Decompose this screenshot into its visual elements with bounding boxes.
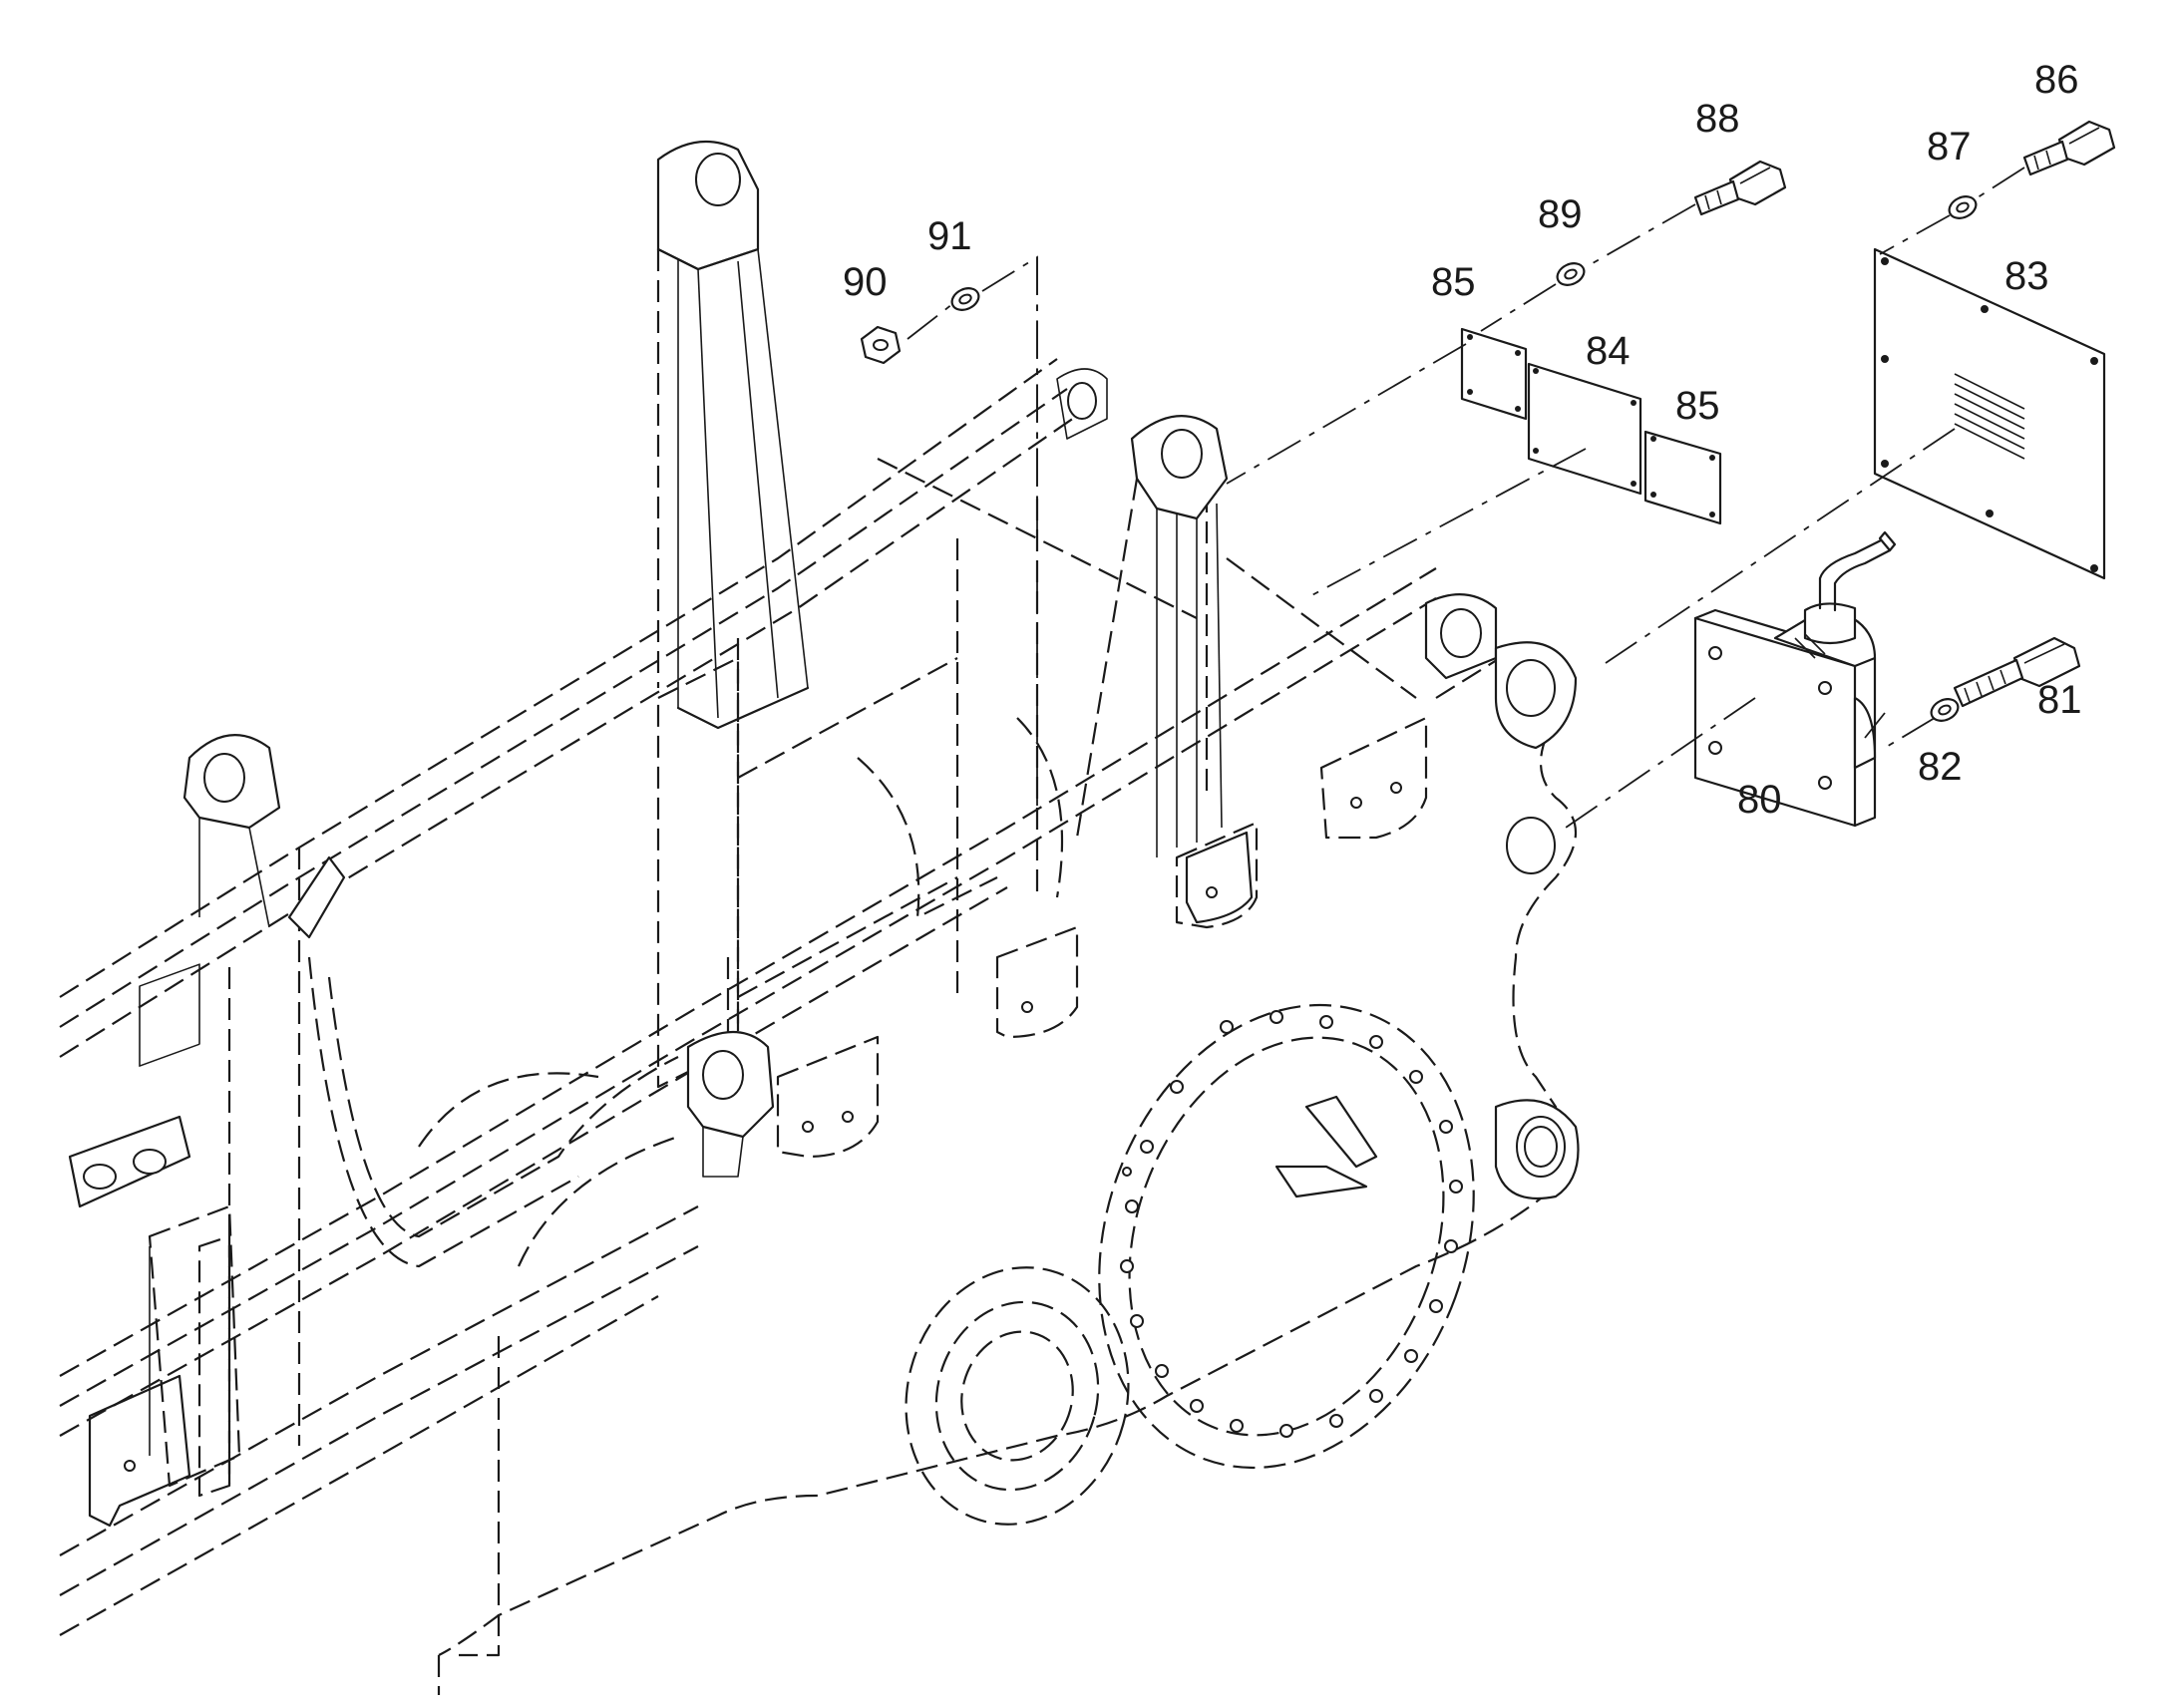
part-81-bolt	[1953, 636, 2081, 708]
part-86-bolt	[2022, 120, 2116, 176]
part-88-bolt	[1693, 160, 1787, 216]
callout-84: 84	[1586, 329, 1631, 373]
left-brackets	[68, 963, 241, 1528]
vent-slots	[1954, 373, 2025, 460]
right-lugs	[1424, 593, 1580, 1200]
mounting-tabs	[776, 716, 1428, 1159]
part-80-bracket	[1693, 530, 1897, 828]
callout-85-right: 85	[1675, 384, 1720, 428]
left-tower	[656, 140, 810, 730]
callout-88: 88	[1695, 97, 1740, 141]
callout-89: 89	[1538, 192, 1583, 236]
callout-82: 82	[1918, 745, 1963, 789]
callout-80: 80	[1737, 778, 1782, 822]
lower-lug	[686, 1030, 775, 1178]
left-lug	[182, 734, 346, 939]
callout-91: 91	[927, 214, 972, 258]
callout-90: 90	[843, 260, 888, 304]
part-84-plate	[1527, 362, 1642, 496]
part-89-washer	[1556, 262, 1586, 286]
part-85-plate-left	[1460, 327, 1528, 421]
callout-labels: 80 81 82 83 84 85 85 86 87 88 89 90 91	[843, 58, 2082, 822]
callout-85-left: 85	[1431, 260, 1476, 304]
main-frame	[59, 358, 1577, 1695]
assembly-leader-lines	[907, 167, 2025, 829]
callout-83: 83	[2004, 254, 2049, 298]
part-85-plate-right	[1643, 430, 1722, 525]
part-82-washer	[1930, 698, 1960, 722]
callout-86: 86	[2034, 58, 2079, 102]
callout-87: 87	[1927, 125, 1972, 169]
middle-tower	[1056, 368, 1254, 924]
small-ring	[905, 1167, 1132, 1526]
large-ring	[1098, 1003, 1475, 1470]
part-87-washer	[1948, 195, 1978, 219]
part-91-washer	[950, 287, 980, 311]
callout-81: 81	[2037, 678, 2082, 722]
ring-bolt-holes	[1120, 1010, 1463, 1438]
part-83-cover-plate	[1873, 247, 2106, 580]
part-90-nut	[860, 325, 902, 365]
